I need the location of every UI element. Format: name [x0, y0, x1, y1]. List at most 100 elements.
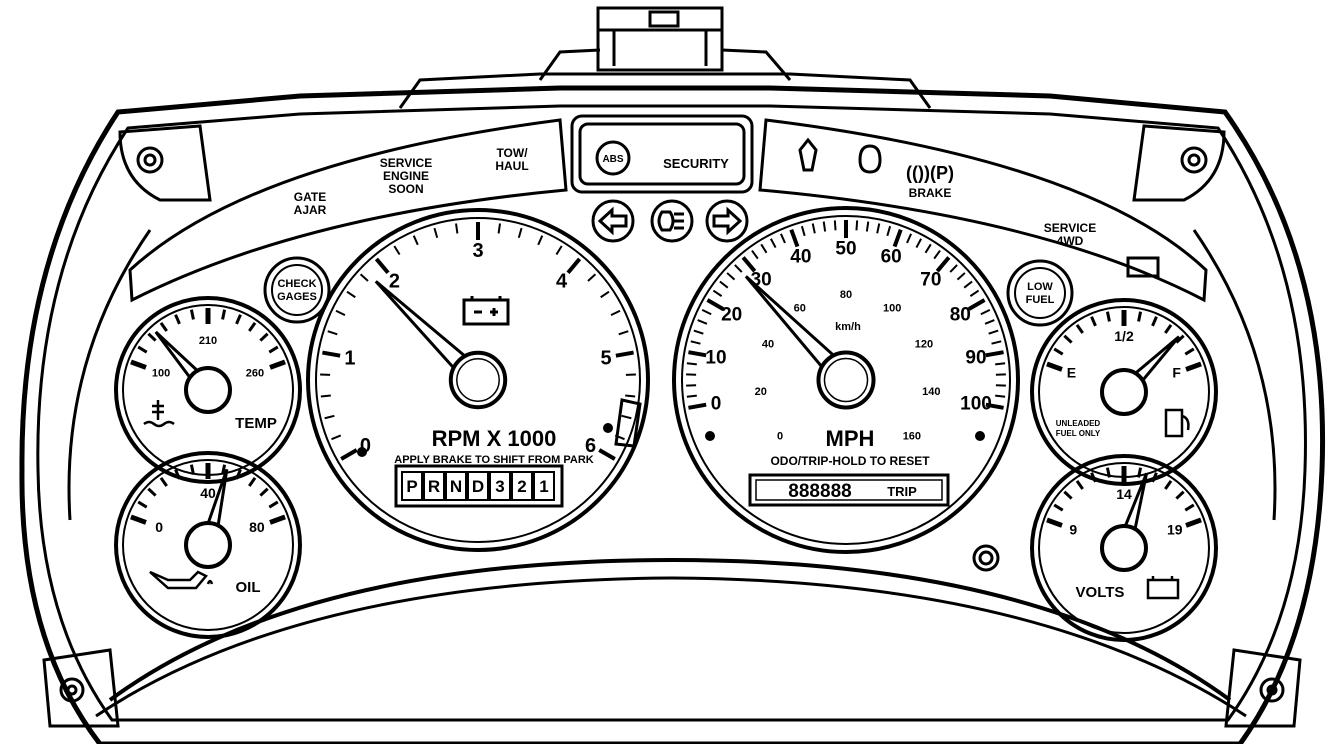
brake-p-icon: (())(P) [906, 163, 954, 183]
small-gauge-tick [270, 517, 285, 522]
gauge-tick [332, 435, 341, 439]
fuel-pump-icon [1166, 410, 1188, 436]
gauge-tick [456, 224, 457, 234]
small-gauge-tick-label: 19 [1167, 521, 1183, 537]
small-gauge-tick [161, 478, 167, 486]
gauge-tick-label: 5 [600, 347, 611, 369]
small-gauge-tick [131, 362, 146, 367]
gauge-tick-label: 80 [950, 305, 971, 326]
gauge-tick [964, 281, 972, 287]
small-gauge-tick-label: 80 [249, 519, 265, 535]
small-gauge-tick [176, 315, 180, 324]
gauge-tick [599, 450, 615, 459]
gauge-tick-label: 100 [960, 394, 992, 415]
gauge-tick-label: 60 [881, 247, 902, 268]
gauge-tick [322, 353, 340, 356]
gauge-tick [735, 265, 742, 272]
small-gauge-tick [1185, 505, 1194, 510]
small-gauge-tick [161, 323, 167, 331]
gauge-tick [568, 259, 580, 273]
gauge-tick [611, 311, 620, 315]
gear-letter: 3 [495, 477, 504, 496]
gauge-tick-label: 3 [472, 240, 483, 262]
gauge-tick [556, 246, 561, 254]
speedo-dot-left [705, 431, 715, 441]
gauge-tick [434, 228, 437, 238]
small-gauge-tick-label: 1/2 [1114, 328, 1134, 344]
service-engine-label-1: SERVICE [380, 156, 432, 170]
gauge-tick [687, 363, 697, 364]
security-label: SECURITY [663, 156, 729, 171]
kmh-tick-label: 20 [755, 386, 767, 398]
cluster-housing [22, 88, 1323, 744]
service-engine-label-3: SOON [388, 182, 423, 196]
small-gauge-tick [1107, 468, 1109, 478]
top-connector [400, 8, 930, 108]
small-gauge-tick [1054, 349, 1063, 354]
odometer-digits: 888888 [788, 481, 851, 502]
gauge-tick [519, 228, 522, 238]
gauge-tick [625, 395, 635, 396]
gauge-tick [414, 236, 418, 245]
gear-letter: 2 [517, 477, 526, 496]
gauge-tick [619, 331, 629, 334]
small-gauge-tick [1064, 336, 1071, 343]
gauge-tick [916, 239, 921, 248]
small-gauge-tick-label: 260 [246, 368, 264, 380]
small-gauge-tick [148, 489, 155, 496]
tow-haul-label-1: TOW/ [496, 146, 528, 160]
small-gauge-tick [1186, 364, 1201, 369]
gauge-tick [713, 291, 721, 297]
gauge-tick [761, 244, 766, 252]
gauge-tick [877, 223, 879, 233]
low-fuel-lamp: LOW FUEL [1008, 261, 1072, 325]
small-gauge-tick-label: 210 [199, 335, 217, 347]
small-gauge-tick [138, 502, 147, 507]
small-gauge-tick [1047, 364, 1062, 369]
small-gauge-tick [269, 502, 278, 507]
small-gauge-tick [138, 347, 147, 352]
gear-letter: P [406, 477, 417, 496]
gauge-tick [995, 363, 1005, 364]
gauge-tick [702, 310, 711, 314]
gauge-tick-label: 4 [556, 270, 568, 292]
gauge-tick [986, 352, 1004, 355]
gauge-tick [321, 395, 331, 396]
gauge-hub [451, 353, 505, 407]
gauge-tick [992, 341, 1002, 343]
gauge-tick [907, 234, 911, 243]
kmh-tick-label: 100 [883, 302, 901, 314]
gauge-tick [361, 274, 368, 281]
check-gages-lamp: CHECK GAGES [265, 258, 329, 322]
kmh-unit: km/h [835, 321, 861, 333]
small-gauge-tick-label: E [1067, 365, 1076, 381]
kmh-tick-label: 40 [762, 339, 774, 351]
gauge-tick [325, 416, 335, 418]
small-gauge-tick [1077, 481, 1083, 489]
small-gauge-tick [1153, 473, 1157, 482]
small-gauge-tick-label: 40 [200, 485, 216, 501]
gauge-tick [752, 251, 758, 259]
battery-icon [464, 296, 508, 324]
trip-label: TRIP [887, 484, 917, 499]
svg-text:FUEL: FUEL [1026, 294, 1055, 306]
small-gauge-tick [191, 465, 193, 475]
gauge-tick [687, 396, 697, 397]
small-gauge-hub [1102, 526, 1146, 570]
small-gauge-tick [237, 315, 241, 324]
tach-dot-left [357, 447, 367, 457]
gauge-tick [328, 331, 338, 334]
gauge-tick [867, 222, 868, 232]
gauge-tick [688, 352, 706, 355]
kmh-tick-label: 160 [903, 430, 921, 442]
gauge-tick [835, 220, 836, 230]
gauge-tick-label: 20 [721, 305, 742, 326]
abs-label: ABS [602, 154, 623, 165]
gauge-tick [950, 265, 957, 272]
small-gauge-tick-label: 100 [152, 368, 170, 380]
small-gauge-tick [1165, 325, 1171, 333]
gate-ajar-label: GATE [294, 190, 326, 204]
kmh-tick-label: 140 [922, 386, 940, 398]
